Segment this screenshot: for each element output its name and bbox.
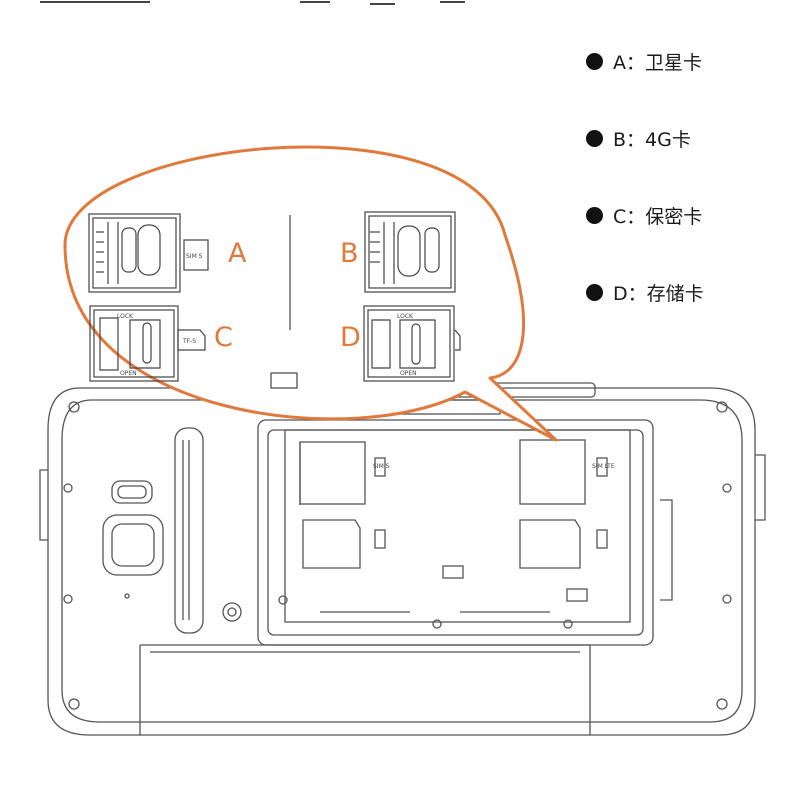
slot-letters: A B C D [214,238,361,353]
legend-text-b: B：4G卡 [613,128,691,151]
card-marks: SIM S TF-S LOCK LOCK OPEN OPEN SIM S SIM… [117,253,615,470]
card-mark-open-d: OPEN [400,370,417,377]
card-mark-lock-d: LOCK [397,313,414,320]
slot-label-b: B [340,238,359,269]
card-mark-lock-c: LOCK [117,313,134,320]
legend-item-c: C：保密卡 [586,198,786,232]
top-cropped-edge [40,1,465,5]
bullet-icon [586,206,603,224]
bullet-icon [586,283,603,301]
slot-label-a: A [228,238,247,269]
card-mark-sim-device: SIM S [373,463,390,470]
legend: A：卫星卡 B：4G卡 C：保密卡 D：存储卡 [586,44,786,352]
card-mark-tf-c: TF-S [182,338,196,345]
card-mark-open-c: OPEN [120,370,137,377]
slot-d-holder [363,305,461,382]
bullet-icon [586,129,603,147]
slot-label-d: D [340,322,361,353]
legend-text-c: C：保密卡 [613,205,703,228]
zoomed-slots [88,211,461,389]
slot-c-holder [89,305,206,382]
legend-text-d: D：存储卡 [613,282,704,305]
slot-b-holder [364,211,456,293]
center-marker [270,372,298,389]
legend-item-d: D：存储卡 [586,275,786,309]
device-body [39,382,766,736]
legend-item-a: A：卫星卡 [586,44,786,78]
slot-a-holder [88,213,209,293]
legend-item-b: B：4G卡 [586,121,786,155]
legend-text-a: A：卫星卡 [613,51,702,74]
callout-bubble [63,145,558,442]
card-mark-sim-a: SIM S [186,253,203,260]
bullet-icon [586,52,603,70]
card-mark-lte-device: SIM LTE [592,463,615,470]
slot-label-c: C [214,322,233,353]
